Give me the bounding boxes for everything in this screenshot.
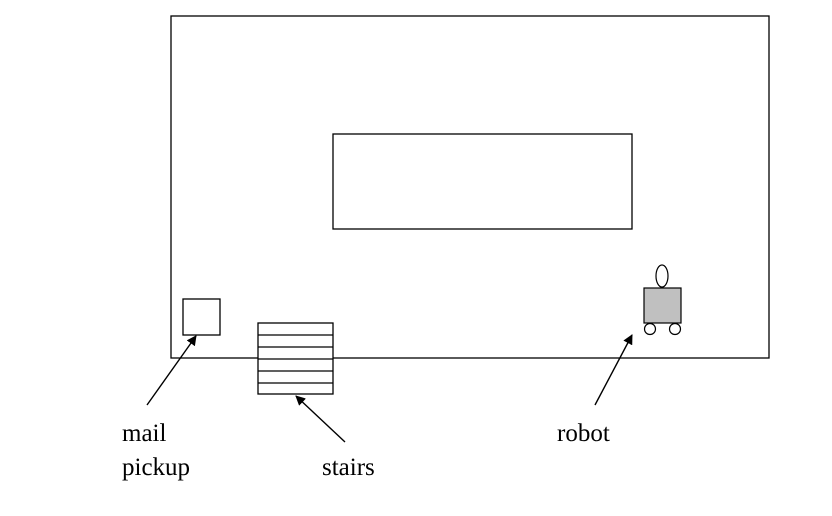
stairs-label: stairs: [322, 454, 375, 481]
stairs-icon: [257, 322, 334, 395]
mail-pickup-label-line1: mail: [122, 420, 166, 447]
mail-pickup-box: [182, 298, 221, 336]
stairs-arrow: [295, 395, 346, 443]
robot-icon: [643, 264, 682, 336]
building-outline: [170, 15, 770, 359]
robot-label: robot: [557, 420, 610, 447]
mail-pickup-label-line2: pickup: [122, 454, 190, 481]
central-room: [332, 133, 633, 230]
mail-pickup-arrow: [146, 335, 197, 406]
robot-arrow: [594, 334, 633, 406]
